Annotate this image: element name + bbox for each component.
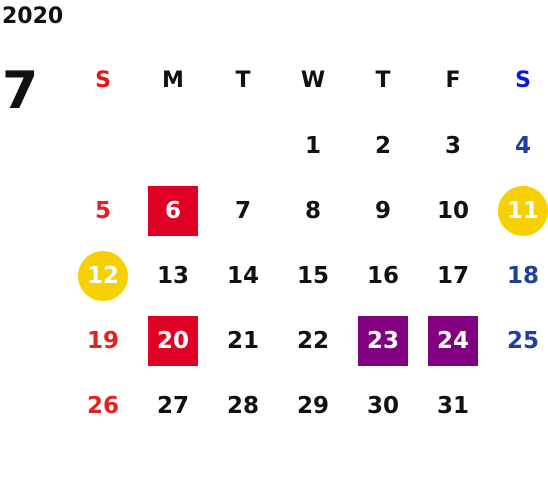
weekday-header-wednesday: W <box>300 68 326 93</box>
day-cell: 14 <box>226 262 259 289</box>
week-row: 5 6 7 8 9 10 11 <box>68 178 548 243</box>
weekday-header-monday: M <box>162 68 184 93</box>
month-label: 7 <box>2 61 39 121</box>
day-cell <box>68 113 138 178</box>
day-cell: 30 <box>366 392 399 419</box>
day-cell-holiday: 20 <box>138 308 208 373</box>
year-label: 2020 <box>2 4 64 29</box>
day-cell: 8 <box>304 197 321 224</box>
day-cell: 10 <box>436 197 469 224</box>
week-row: 12 13 14 15 16 17 18 <box>68 243 548 308</box>
day-cell: 1 <box>304 132 321 159</box>
day-cell: 18 <box>506 262 539 289</box>
day-cell <box>138 113 208 178</box>
calendar-grid: S M T W T F S 1 2 3 4 5 6 7 8 9 10 11 12… <box>68 48 548 438</box>
day-cell: 13 <box>156 262 189 289</box>
weekday-header-row: S M T W T F S <box>68 48 548 113</box>
day-cell: 28 <box>226 392 259 419</box>
day-cell: 22 <box>296 327 329 354</box>
weekday-header-sunday: S <box>95 68 111 93</box>
day-cell-holiday: 23 <box>348 308 418 373</box>
day-cell: 19 <box>86 327 119 354</box>
day-cell-marked: 11 <box>488 178 548 243</box>
day-cell: 16 <box>366 262 399 289</box>
day-cell-holiday: 24 <box>418 308 488 373</box>
weekday-header-saturday: S <box>515 68 531 93</box>
day-cell <box>208 113 278 178</box>
weekday-header-friday: F <box>445 68 461 93</box>
day-cell: 27 <box>156 392 189 419</box>
day-cell: 17 <box>436 262 469 289</box>
week-row: 1 2 3 4 <box>68 113 548 178</box>
day-cell: 9 <box>374 197 391 224</box>
day-cell: 15 <box>296 262 329 289</box>
weekday-header-thursday: T <box>375 68 391 93</box>
day-cell: 26 <box>86 392 119 419</box>
day-cell: 2 <box>374 132 391 159</box>
day-cell: 4 <box>514 132 531 159</box>
day-cell: 3 <box>444 132 461 159</box>
day-cell <box>488 373 548 438</box>
week-row: 19 20 21 22 23 24 25 <box>68 308 548 373</box>
day-cell: 7 <box>234 197 251 224</box>
day-cell: 25 <box>506 327 539 354</box>
day-cell: 21 <box>226 327 259 354</box>
day-cell-holiday: 6 <box>138 178 208 243</box>
day-cell: 29 <box>296 392 329 419</box>
weekday-header-tuesday: T <box>235 68 251 93</box>
week-row: 26 27 28 29 30 31 <box>68 373 548 438</box>
day-cell: 31 <box>436 392 469 419</box>
day-cell: 5 <box>94 197 111 224</box>
day-cell-marked: 12 <box>68 243 138 308</box>
